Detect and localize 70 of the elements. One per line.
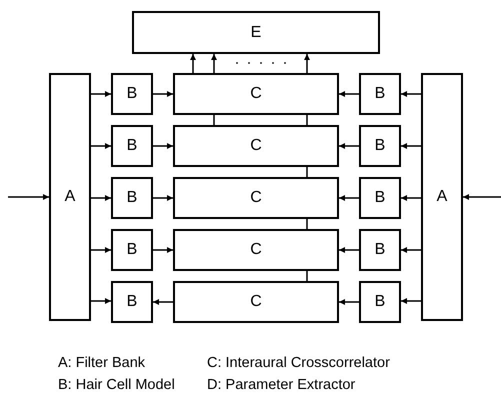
- arrow: [91, 143, 111, 149]
- arrow: [153, 91, 173, 97]
- block-label: B: [374, 86, 386, 102]
- arrow: [339, 91, 359, 97]
- arrow: [153, 299, 173, 305]
- arrow: [401, 247, 421, 253]
- block-box: [111, 281, 153, 323]
- block-box: [111, 177, 153, 219]
- connector-line: [213, 115, 215, 125]
- block-box: [359, 125, 401, 167]
- block-box: [111, 229, 153, 271]
- block-box: [111, 73, 153, 115]
- arrow: [153, 143, 173, 149]
- block-box: [173, 125, 339, 167]
- block-box: [421, 73, 463, 321]
- block-label: A: [436, 189, 448, 205]
- arrow: [91, 195, 111, 201]
- arrow: [339, 299, 359, 305]
- connector-line: [306, 271, 308, 281]
- arrow: [339, 195, 359, 201]
- block-label: E: [250, 24, 262, 40]
- block-label: B: [126, 242, 138, 258]
- block-label: C: [250, 190, 262, 206]
- block-label: B: [126, 294, 138, 310]
- block-label: C: [250, 86, 262, 102]
- block-box: [173, 229, 339, 271]
- block-box: [111, 125, 153, 167]
- arrow: [401, 143, 421, 149]
- legend-text: A: Filter Bank: [58, 356, 146, 370]
- arrow: [339, 247, 359, 253]
- block-label: C: [250, 294, 262, 310]
- legend-text: C: Interaural Crosscorrelator: [207, 356, 390, 370]
- block-box: [173, 73, 339, 115]
- block-box: [359, 73, 401, 115]
- arrow: [190, 54, 196, 73]
- block-label: B: [374, 190, 386, 206]
- block-label: B: [126, 138, 138, 154]
- arrow: [304, 54, 310, 73]
- arrow: [91, 91, 111, 97]
- block-box: [49, 73, 91, 321]
- arrow: [153, 247, 173, 253]
- block-label: B: [126, 190, 138, 206]
- arrow: [401, 195, 421, 201]
- connector-line: [306, 167, 308, 177]
- arrow: [401, 91, 421, 97]
- block-label: A: [64, 189, 76, 205]
- arrow: [91, 247, 111, 253]
- block-label: B: [374, 242, 386, 258]
- block-box: [359, 177, 401, 219]
- arrow: [339, 143, 359, 149]
- block-box: [359, 229, 401, 271]
- arrow: [8, 194, 49, 200]
- block-label: B: [374, 138, 386, 154]
- block-label: C: [250, 138, 262, 154]
- block-box: [359, 281, 401, 323]
- arrow: [463, 194, 501, 200]
- legend-text: B: Hair Cell Model: [58, 378, 175, 392]
- legend-text: D: Parameter Extractor: [207, 378, 356, 392]
- block-label: C: [250, 242, 262, 258]
- block-box: [173, 177, 339, 219]
- arrow: [91, 298, 111, 304]
- block-label: B: [374, 294, 386, 310]
- block-box: [132, 11, 380, 54]
- arrow: [401, 298, 421, 304]
- connector-line: [306, 219, 308, 229]
- connector-line: [306, 115, 308, 125]
- block-box: [173, 281, 339, 323]
- block-label: B: [126, 86, 138, 102]
- arrow: [153, 195, 173, 201]
- arrow: [211, 54, 217, 73]
